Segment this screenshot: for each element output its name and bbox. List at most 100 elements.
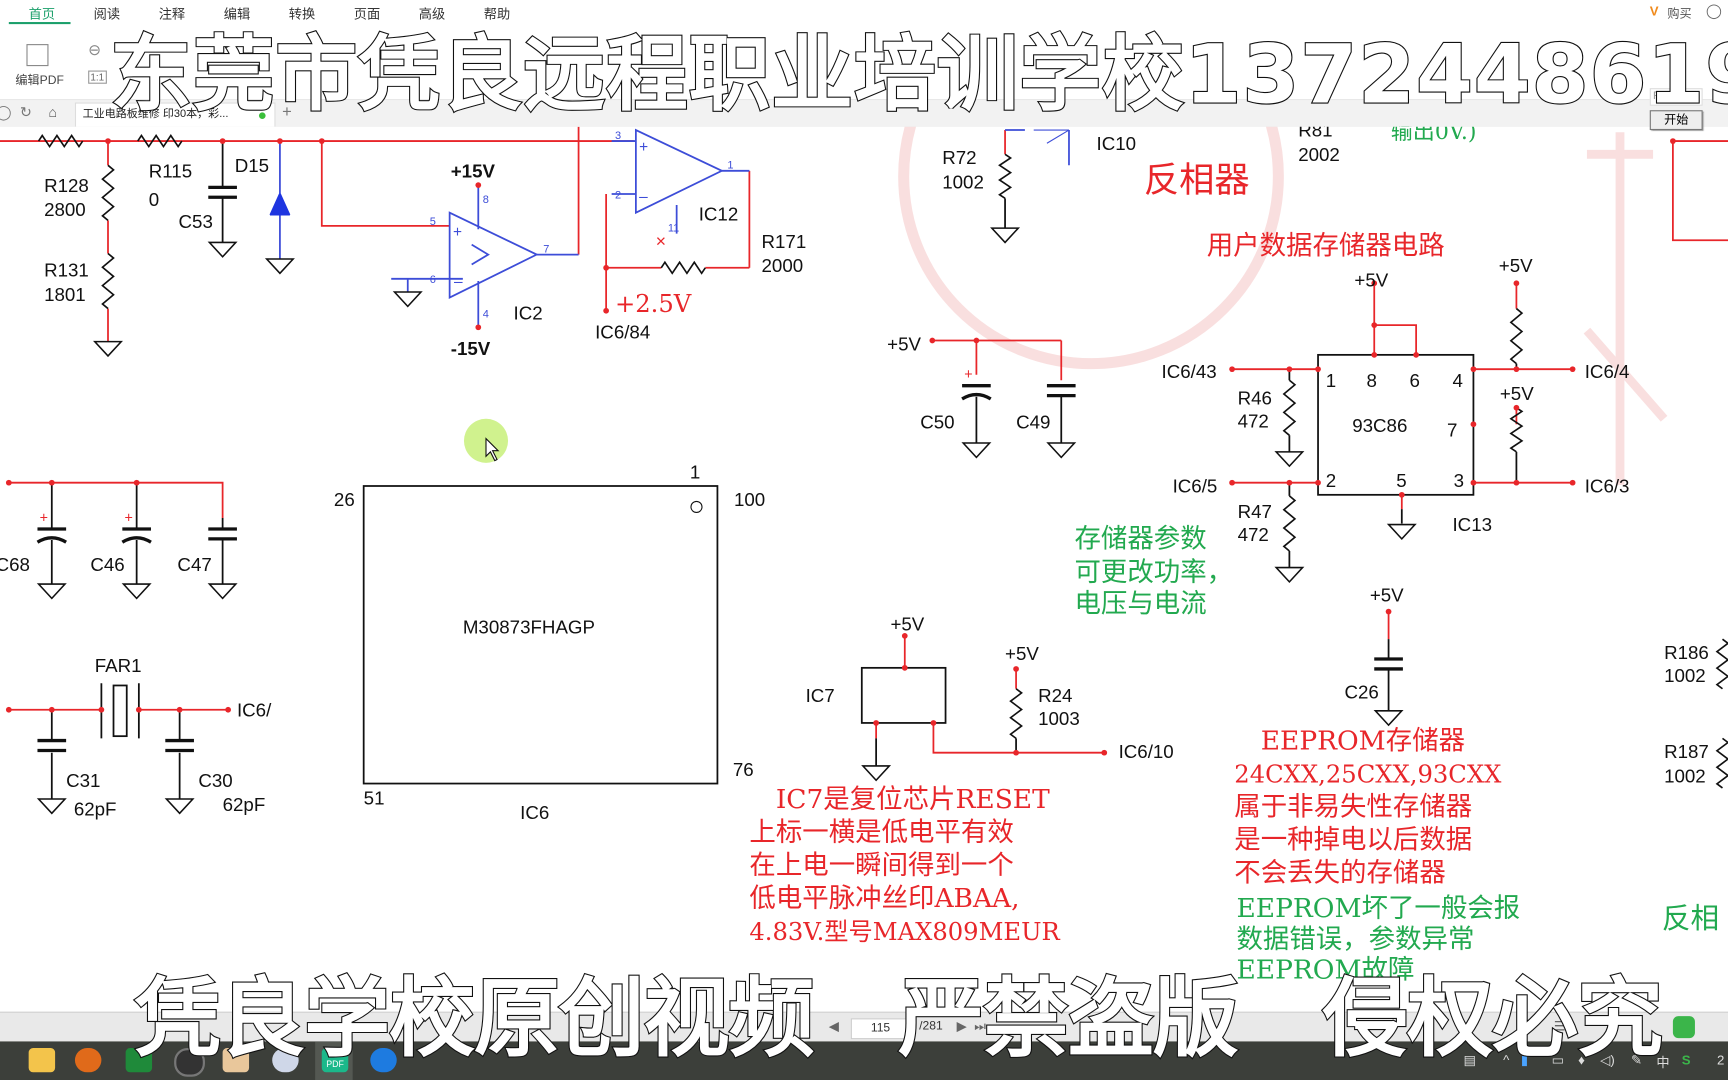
label-r46: R46	[1238, 387, 1272, 408]
wps-icon[interactable]	[1672, 1016, 1695, 1039]
value-r72: 1002	[942, 171, 984, 192]
ic6-part-number: M30873FHAGP	[463, 617, 595, 638]
label-c50: C50	[920, 412, 954, 433]
back-icon[interactable]: ◯	[0, 104, 12, 122]
edit-pdf-button[interactable]: 编辑PDF	[15, 73, 64, 88]
notification-icon[interactable]: ▤	[1463, 1052, 1477, 1068]
label-r24: R24	[1038, 685, 1072, 706]
pin-number: 5	[430, 216, 436, 228]
ground-icon	[861, 765, 892, 782]
new-tab-button[interactable]: +	[282, 102, 292, 122]
junction-dot	[133, 479, 140, 486]
network-icon[interactable]: ▭	[1551, 1052, 1565, 1068]
junction-dot	[475, 182, 482, 189]
junction-dot	[1371, 280, 1378, 287]
volume-icon[interactable]: ◁)	[1600, 1052, 1615, 1068]
menu-home[interactable]: 首页	[28, 6, 56, 23]
menu-read[interactable]: 阅读	[93, 6, 121, 23]
microphone-icon[interactable]: ♦	[1578, 1052, 1585, 1068]
label-c30: C30	[198, 770, 232, 791]
pin-number: 2	[615, 189, 621, 201]
label-r128: R128	[44, 175, 89, 196]
prev-page-icon[interactable]: ◀	[828, 1018, 839, 1034]
browser-icon[interactable]	[370, 1048, 397, 1073]
document-tab[interactable]: 工业电路板维修 印30本，彩...	[74, 102, 276, 127]
pdf-page-canvas: + – + – × +++ R128 2800 R131 1801 R115 0…	[0, 0, 1728, 1012]
resistor-symbol	[1282, 379, 1297, 436]
label-r81: R81	[1298, 127, 1332, 141]
menu-page[interactable]: 页面	[353, 6, 381, 23]
resistor-symbol	[1282, 495, 1297, 552]
note-line: 24CXX,25CXX,93CXX	[1234, 759, 1502, 788]
home-icon[interactable]: ⌂	[48, 103, 58, 121]
pdf-app-icon[interactable]: PDF	[321, 1048, 349, 1073]
zoom-out-icon[interactable]: ⊖	[88, 40, 102, 59]
label-c31: C31	[66, 770, 100, 791]
usb-icon[interactable]: ▮	[1520, 1052, 1529, 1068]
drawing-app-icon[interactable]	[222, 1048, 250, 1073]
label-c49: C49	[1016, 412, 1050, 433]
app-icon[interactable]	[74, 1048, 102, 1073]
resistor-symbol	[1715, 638, 1728, 690]
junction-dot	[1413, 351, 1419, 358]
capacitor-symbol	[165, 738, 194, 753]
resistor-symbol	[998, 153, 1013, 200]
label-c47: C47	[177, 554, 211, 575]
minus-sign: –	[454, 274, 463, 291]
recorder-field[interactable]: Poi...	[1649, 88, 1703, 106]
label-ic13: IC13	[1452, 514, 1492, 535]
file-explorer-icon[interactable]	[28, 1048, 56, 1073]
note-line: 是一种掉电以后数据	[1234, 825, 1472, 856]
ime-indicator[interactable]: 中	[1656, 1054, 1670, 1071]
label-ic6-3: IC6/3	[1585, 476, 1630, 497]
actual-size-icon[interactable]: 1:1	[88, 70, 107, 84]
junction-dot	[318, 138, 325, 144]
ic13-pin: 6	[1410, 370, 1420, 391]
pen-icon[interactable]: ✎	[1631, 1052, 1643, 1068]
capacitor-symbol	[121, 527, 152, 544]
start-button[interactable]: 开始	[1649, 110, 1703, 131]
junction-dot	[105, 138, 111, 144]
menu-advanced[interactable]: 高级	[418, 6, 446, 23]
junction-dot	[929, 337, 936, 344]
buy-button[interactable]: 购买	[1667, 7, 1692, 21]
junction-dot	[1569, 366, 1576, 373]
user-icon[interactable]: ◯	[1705, 2, 1723, 19]
capacitor-symbol	[961, 384, 992, 401]
ground-icon	[93, 340, 123, 358]
wps-tray-icon[interactable]: S	[1681, 1052, 1691, 1068]
ground-icon	[961, 442, 992, 459]
ic12-opamp	[634, 128, 724, 215]
capacitor-symbol	[36, 527, 67, 544]
ic13-part-number: 93C86	[1352, 415, 1407, 436]
pin-number: 4	[483, 308, 489, 320]
ic6-box	[362, 485, 719, 785]
page-number-input[interactable]: 115	[850, 1018, 911, 1040]
label-c68: C68	[0, 554, 30, 575]
clock[interactable]: 2	[1716, 1052, 1725, 1068]
value-r128: 2800	[44, 199, 86, 220]
view-mode-icon[interactable]: ☰	[1553, 1018, 1566, 1034]
forward-icon[interactable]: ↻	[19, 103, 32, 121]
no-connect-icon: ×	[656, 231, 666, 251]
whiteboard-icon[interactable]	[125, 1048, 153, 1073]
pin-number: 7	[543, 243, 549, 255]
paint-icon[interactable]	[272, 1048, 299, 1073]
junction-dot	[5, 706, 12, 713]
camera-icon[interactable]	[174, 1048, 205, 1077]
next-page-icon[interactable]: ▶	[956, 1018, 967, 1034]
tray-expand-icon[interactable]: ^	[1503, 1052, 1510, 1068]
polarity-plus-icon: +	[40, 510, 48, 526]
capacitor-symbol	[1374, 657, 1403, 671]
menu-convert[interactable]: 转换	[288, 6, 316, 23]
menu-edit[interactable]: 编辑	[223, 6, 251, 23]
menu-help[interactable]: 帮助	[483, 6, 511, 23]
last-page-icon[interactable]: ⏭	[974, 1018, 987, 1034]
junction-dot	[603, 264, 609, 271]
ic13-pin: 7	[1447, 419, 1457, 440]
menu-annotate[interactable]: 注释	[158, 6, 186, 23]
label-5v: +5V	[887, 333, 921, 354]
label-5v: +5V	[1370, 585, 1404, 606]
plus-sign: +	[453, 224, 462, 241]
